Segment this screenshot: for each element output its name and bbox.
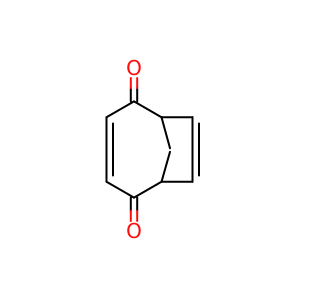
oxygen-atom-bottom: O <box>126 219 142 243</box>
bond-c1-c7 <box>160 116 171 150</box>
bond-c6-c7 <box>160 150 171 183</box>
bond-c1-c2 <box>133 100 163 119</box>
bond-c6-c5 <box>133 180 163 199</box>
bond-c5-c4 <box>105 180 135 199</box>
molecule-diagram: O O <box>105 56 200 243</box>
carbonyl-bottom <box>129 196 139 222</box>
structure-canvas: O O <box>105 56 200 243</box>
carbonyl-top <box>129 77 139 103</box>
double-bond-c3-c4 <box>105 116 114 183</box>
bond-c2-c3 <box>105 100 135 119</box>
oxygen-atom-top: O <box>126 56 142 80</box>
single-bonds <box>105 100 194 199</box>
